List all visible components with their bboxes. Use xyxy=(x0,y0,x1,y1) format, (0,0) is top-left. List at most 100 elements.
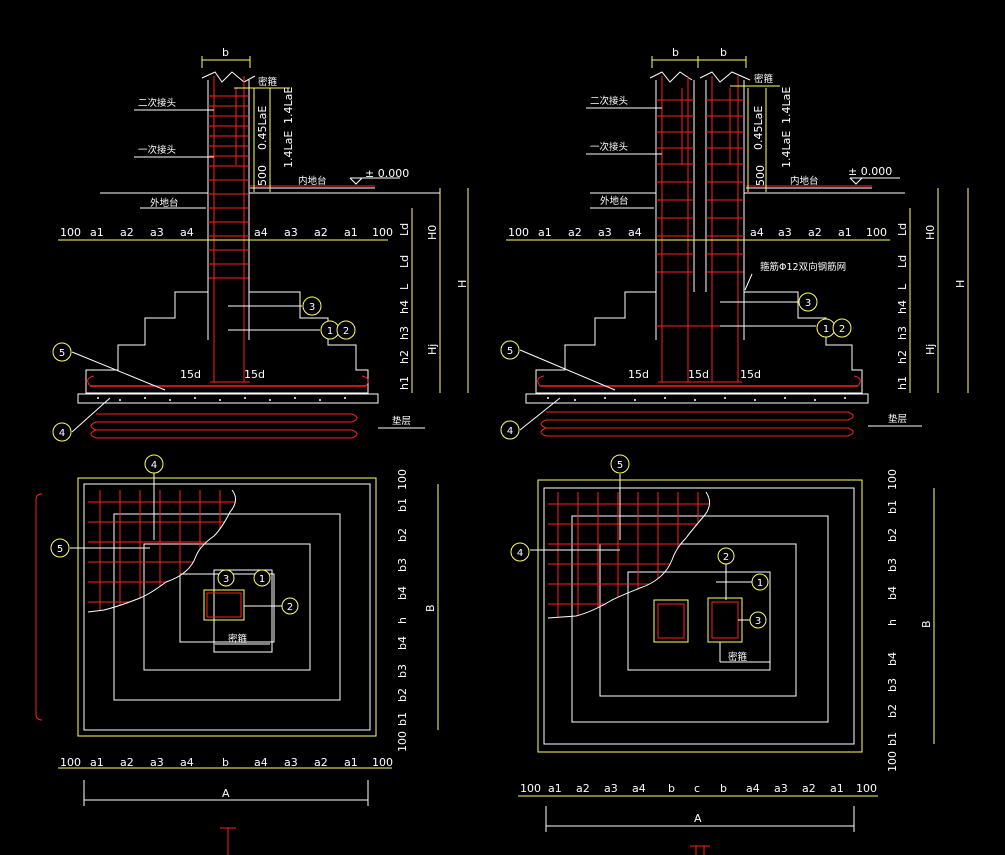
svg-text:b2: b2 xyxy=(886,528,899,542)
svg-text:100: 100 xyxy=(372,756,393,769)
svg-text:a4: a4 xyxy=(180,756,194,769)
svg-text:a2: a2 xyxy=(802,782,816,795)
svg-text:b1: b1 xyxy=(886,732,899,746)
bubble-1-plan-left: 1 xyxy=(253,569,271,587)
svg-text:3: 3 xyxy=(223,574,229,585)
svg-text:2: 2 xyxy=(723,552,729,563)
svg-text:15d: 15d xyxy=(740,368,761,381)
lap-045-right: 0.45LaE xyxy=(752,106,765,150)
dim-b-top-right-b: b xyxy=(720,46,727,59)
bubble-3-left: 3 xyxy=(228,296,322,316)
svg-text:h2: h2 xyxy=(896,350,909,364)
svg-text:a4: a4 xyxy=(632,782,646,795)
svg-text:2: 2 xyxy=(343,326,349,337)
svg-text:a3: a3 xyxy=(778,226,792,239)
svg-text:a4: a4 xyxy=(254,756,268,769)
svg-text:100: 100 xyxy=(60,226,81,239)
svg-text:h1: h1 xyxy=(896,376,909,390)
tie-note-right: 箍筋Φ12双向钢筋网 xyxy=(760,261,846,273)
svg-text:b4: b4 xyxy=(886,652,899,666)
dim-B-left: B xyxy=(424,604,437,612)
svg-text:5: 5 xyxy=(507,346,513,357)
inner-cap-label-right: 内地台 xyxy=(790,175,819,187)
stirrups-ii xyxy=(656,99,744,327)
lap-045-left: 0.45LaE xyxy=(256,106,269,150)
svg-text:Ld: Ld xyxy=(896,223,909,236)
bubble-3-plan-left: 3 xyxy=(217,569,235,587)
rebar-mesh-left xyxy=(87,489,236,613)
svg-text:a3: a3 xyxy=(150,756,164,769)
dense-stirrup-plan-left: 密箍 xyxy=(228,633,248,645)
dim-A-left: A xyxy=(222,787,230,800)
bubble-1-right: 1 xyxy=(720,318,836,338)
bubble-2-left: 2 xyxy=(336,320,356,340)
svg-text:b: b xyxy=(720,782,727,795)
svg-text:a1: a1 xyxy=(344,756,358,769)
bubble-5-plan-right: 5 xyxy=(610,454,630,540)
svg-text:b1: b1 xyxy=(886,500,899,514)
section-i: ± 0.000 内地台 外地台 二次接头 一次接头 密箍 b 0.45LaE 1… xyxy=(52,46,469,442)
bubble-4-plan-right: 4 xyxy=(510,542,620,562)
lap-14-left-b: 1.4LaE xyxy=(282,131,295,168)
bubble-3-plan-right: 3 xyxy=(738,611,767,629)
plan-ii: 密箍 5 4 2 1 3 100 b1 b2 b3 b4 xyxy=(510,454,935,855)
svg-text:5: 5 xyxy=(59,348,65,359)
dim-hj-left: Hj xyxy=(426,344,439,355)
elevation-label-left: ± 0.000 xyxy=(365,167,409,180)
dim-b-top-right-a: b xyxy=(672,46,679,59)
svg-text:h1: h1 xyxy=(398,376,411,390)
lap-14-left-a: 1.4LaE xyxy=(282,87,295,124)
vert-dims-right: 100 b1 b2 b3 b4 h b4 b3 b2 b1 100 xyxy=(886,469,899,772)
dim-A-right: A xyxy=(694,812,702,825)
dim-H-right: H xyxy=(954,280,967,288)
rebar-mesh-right xyxy=(547,491,710,619)
svg-text:a2: a2 xyxy=(576,782,590,795)
svg-text:100: 100 xyxy=(60,756,81,769)
svg-text:2: 2 xyxy=(839,324,845,335)
svg-text:b1: b1 xyxy=(396,712,409,726)
svg-text:h: h xyxy=(886,619,899,626)
bubble-2-plan-right: 2 xyxy=(717,547,735,600)
svg-text:1: 1 xyxy=(757,578,763,589)
svg-text:h4: h4 xyxy=(896,300,909,314)
dense-stirrup-label-right: 密箍 xyxy=(754,73,774,85)
svg-text:b4: b4 xyxy=(396,586,409,600)
bubble-4-right: 4 xyxy=(500,397,561,440)
svg-text:b3: b3 xyxy=(886,678,899,692)
outer-cap-label-left: 外地台 xyxy=(150,197,179,209)
inner-cap-label-left: 内地台 xyxy=(298,175,327,187)
bubble-2-right: 2 xyxy=(832,318,852,338)
svg-text:a3: a3 xyxy=(284,756,298,769)
svg-text:a2: a2 xyxy=(568,226,582,239)
svg-text:h3: h3 xyxy=(896,326,909,340)
dim-ld-left-b: Ld xyxy=(398,255,411,268)
svg-text:3: 3 xyxy=(309,302,315,313)
dim-h0-right: H0 xyxy=(924,225,937,240)
bubble-1-left: 1 xyxy=(228,320,340,340)
cushion-label-right: 垫层 xyxy=(888,413,907,425)
svg-text:b: b xyxy=(222,756,229,769)
svg-text:100: 100 xyxy=(856,782,877,795)
bubble-4-left: 4 xyxy=(52,397,111,442)
svg-text:b4: b4 xyxy=(886,586,899,600)
bubble-5-left: 5 xyxy=(52,342,166,391)
svg-text:a4: a4 xyxy=(628,226,642,239)
first-splice-label-right: 一次接头 xyxy=(590,141,628,153)
dim-row-right: 100 a1 a2 a3 a4 a4 a3 a2 a1 100 xyxy=(508,226,887,239)
svg-text:b1: b1 xyxy=(396,498,409,512)
svg-text:a3: a3 xyxy=(150,226,164,239)
svg-text:a1: a1 xyxy=(344,226,358,239)
svg-text:2: 2 xyxy=(287,602,293,613)
svg-text:b4: b4 xyxy=(396,636,409,650)
svg-text:b3: b3 xyxy=(396,558,409,572)
svg-text:h: h xyxy=(396,617,409,624)
svg-text:h2: h2 xyxy=(398,350,411,364)
outer-cap-label-right: 外地台 xyxy=(600,195,629,207)
dim-H-left: H xyxy=(456,280,469,288)
svg-text:a1: a1 xyxy=(548,782,562,795)
svg-text:b2: b2 xyxy=(396,688,409,702)
bubble-2-plan-left: 2 xyxy=(244,597,299,615)
svg-text:a1: a1 xyxy=(838,226,852,239)
section-ii: ± 0.000 内地台 外地台 二次接头 一次接头 密箍 b b 0.45LaE… xyxy=(500,46,969,440)
